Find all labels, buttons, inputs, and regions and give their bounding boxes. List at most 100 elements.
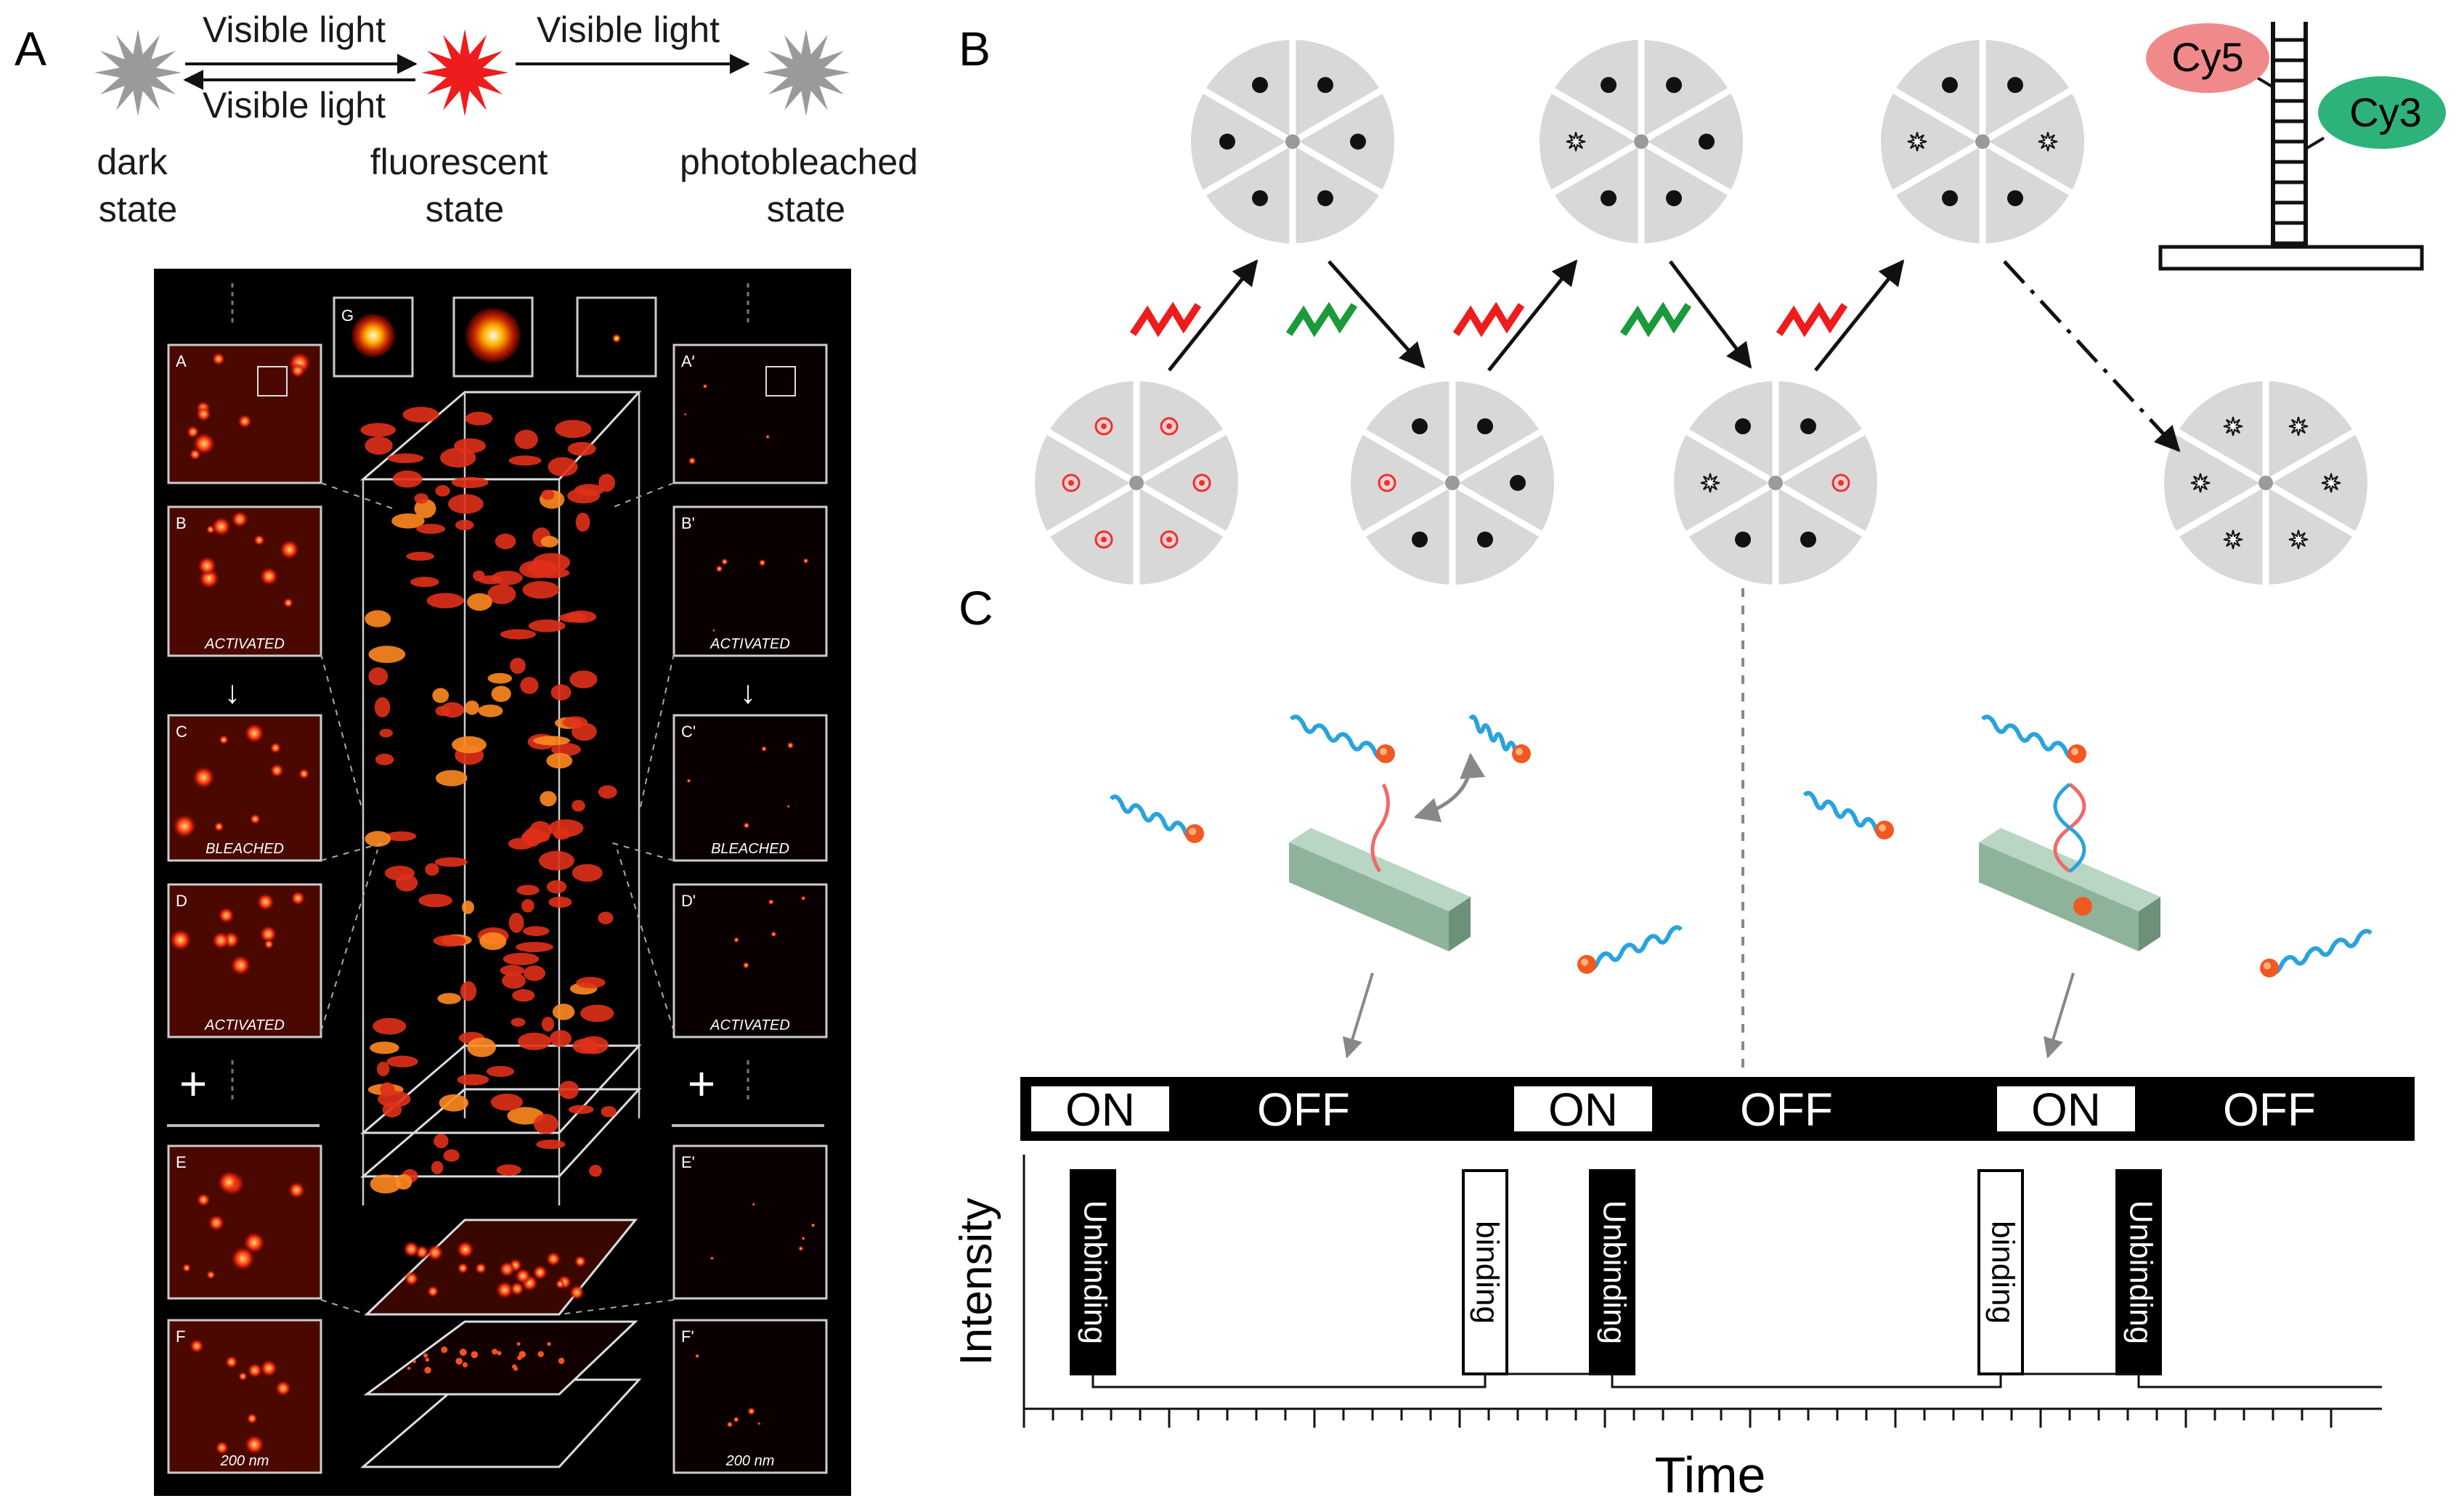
transition-arrow	[2003, 260, 2181, 452]
right-frame-5-caption: 200 nm	[725, 1453, 775, 1469]
green-light-flash-icon	[1619, 301, 1692, 338]
exchange-arrow	[1413, 752, 1486, 823]
psf-box-1: G	[333, 296, 414, 378]
right-frame-1-label: B'	[681, 514, 695, 532]
arrow-label-right: Visible light	[537, 9, 720, 50]
wheel-bottom-3	[1674, 378, 1877, 588]
right-frame-1-caption: ACTIVATED	[709, 636, 790, 652]
docking-strand	[1370, 783, 1390, 873]
event-box-binding-1: binding	[1462, 1169, 1508, 1375]
right-arrow-down: ↓	[740, 675, 756, 710]
left-arrow-down: ↓	[224, 675, 240, 710]
event-box-unbinding-2: Unbinding	[1589, 1169, 1635, 1375]
3d-volume-column	[320, 391, 675, 1468]
dark-state-star-icon	[94, 29, 182, 116]
state-cell-1: OFF	[1257, 1083, 1350, 1136]
event-label-1: binding	[1469, 1221, 1505, 1324]
imager-strand-5	[1802, 791, 1894, 839]
left-frame-f-caption: 200 nm	[220, 1453, 269, 1469]
right-frame-5: F'200 nm	[672, 1319, 828, 1474]
state-cell-5: OFF	[2223, 1083, 2316, 1136]
psf-box-3	[576, 296, 657, 378]
x-axis-label: Time	[1655, 1447, 1766, 1503]
transition-arrow	[1487, 259, 1578, 372]
dna-binding-scenes	[1109, 715, 2373, 1059]
psf-box-2	[452, 296, 534, 378]
right-frame-3-label: D'	[681, 892, 696, 910]
left-frame-a-label: A	[176, 352, 187, 370]
left-frame-b: B ACTIVATED	[167, 505, 322, 657]
wheel-bottom-1	[1035, 378, 1238, 588]
wheel-top-1	[1191, 36, 1394, 247]
red-light-flash-icon	[1776, 301, 1848, 338]
dark-state-label-2: state	[99, 189, 177, 229]
right-frame-2: C'BLEACHED	[672, 714, 828, 862]
fluorescent-state-label-2: state	[426, 189, 504, 229]
pointer-arrow-left	[1342, 972, 1374, 1059]
event-label-2: Unbinding	[1596, 1200, 1632, 1344]
left-frame-b-label: B	[176, 514, 187, 532]
wheel-bottom-4	[2164, 378, 2367, 588]
state-cell-3: OFF	[1740, 1083, 1833, 1136]
panel-a: A Visible light Visible light Visible li…	[15, 9, 918, 1496]
on-off-state-bar: ON OFF ON OFF ON OFF	[1020, 1077, 2415, 1141]
event-label-3: binding	[1985, 1221, 2020, 1324]
arrow-label-top: Visible light	[203, 9, 386, 50]
cy3-dye	[2318, 76, 2446, 149]
left-frame-f-label: F	[176, 1327, 185, 1346]
transition-arrow	[1814, 259, 1905, 372]
fret-ladder-diagram: Cy5 Cy3	[2146, 22, 2446, 271]
wheel-top-2	[1540, 36, 1743, 247]
left-frame-a: A	[167, 343, 322, 484]
imager-strand-1	[1109, 794, 1204, 843]
right-frame-0-label: A'	[681, 352, 695, 370]
imager-strand-3	[1468, 715, 1531, 763]
cy5-dye	[2146, 23, 2269, 93]
photobleached-state-label-1: photobleached	[680, 142, 918, 182]
right-frame-0: A'	[672, 343, 828, 484]
fluorescent-state-label-1: fluorescent	[370, 142, 548, 182]
state-label-4: ON	[2031, 1083, 2101, 1136]
state-label-2: ON	[1548, 1083, 1618, 1136]
right-plus-sign: +	[688, 1057, 716, 1110]
state-cell-0: ON	[1031, 1083, 1169, 1136]
left-frame-c-caption: BLEACHED	[206, 841, 284, 857]
right-frame-3-caption: ACTIVATED	[709, 1017, 790, 1033]
cy5-label: Cy5	[2171, 34, 2244, 80]
photobleached-state-label-2: state	[767, 189, 845, 229]
fluorescent-state-star-icon	[421, 29, 508, 116]
panel-c: C ON OFF ON OFF ON OFF Unbinding binding Unbind…	[951, 581, 2415, 1503]
panel-a-label: A	[15, 22, 46, 76]
pointer-arrow-right	[2043, 972, 2075, 1059]
panel-b: B Cy5 Cy3	[959, 22, 2446, 588]
transition-arrow	[1327, 260, 1426, 369]
red-light-flash-icon	[1129, 301, 1202, 338]
red-light-flash-icon	[1452, 301, 1525, 338]
psf-label-g: G	[341, 306, 354, 325]
event-label-4: Unbinding	[2123, 1200, 2158, 1344]
state-label-0: ON	[1065, 1083, 1135, 1136]
transition-arrow	[1168, 259, 1259, 372]
imager-strand-2	[1289, 715, 1395, 763]
wheel-top-3	[1881, 36, 2084, 247]
imager-strand-4	[1577, 925, 1683, 974]
left-frame-b-caption: ACTIVATED	[204, 636, 285, 652]
panel-c-label: C	[959, 581, 993, 635]
right-frame-column: A' B' ACTIVATED C'BLEACHED D' ACTIVATED E' F'20…	[672, 343, 828, 1474]
cy3-label: Cy3	[2349, 89, 2422, 135]
y-axis-label: Intensity	[951, 1198, 1001, 1366]
event-box-unbinding-4: Unbinding	[2115, 1169, 2162, 1375]
dark-state-label-1: dark	[97, 142, 168, 182]
left-plus-sign: +	[179, 1057, 208, 1110]
right-frame-2-caption: BLEACHED	[711, 841, 789, 857]
right-frame-1: B' ACTIVATED	[672, 505, 828, 657]
right-frame-4-label: E'	[681, 1153, 695, 1171]
event-box-binding-3: binding	[1977, 1169, 2024, 1375]
green-light-flash-icon	[1285, 301, 1358, 338]
transition-arrow	[1669, 260, 1752, 369]
substrate-beam-left	[1289, 828, 1471, 951]
panel-b-label: B	[959, 22, 991, 76]
